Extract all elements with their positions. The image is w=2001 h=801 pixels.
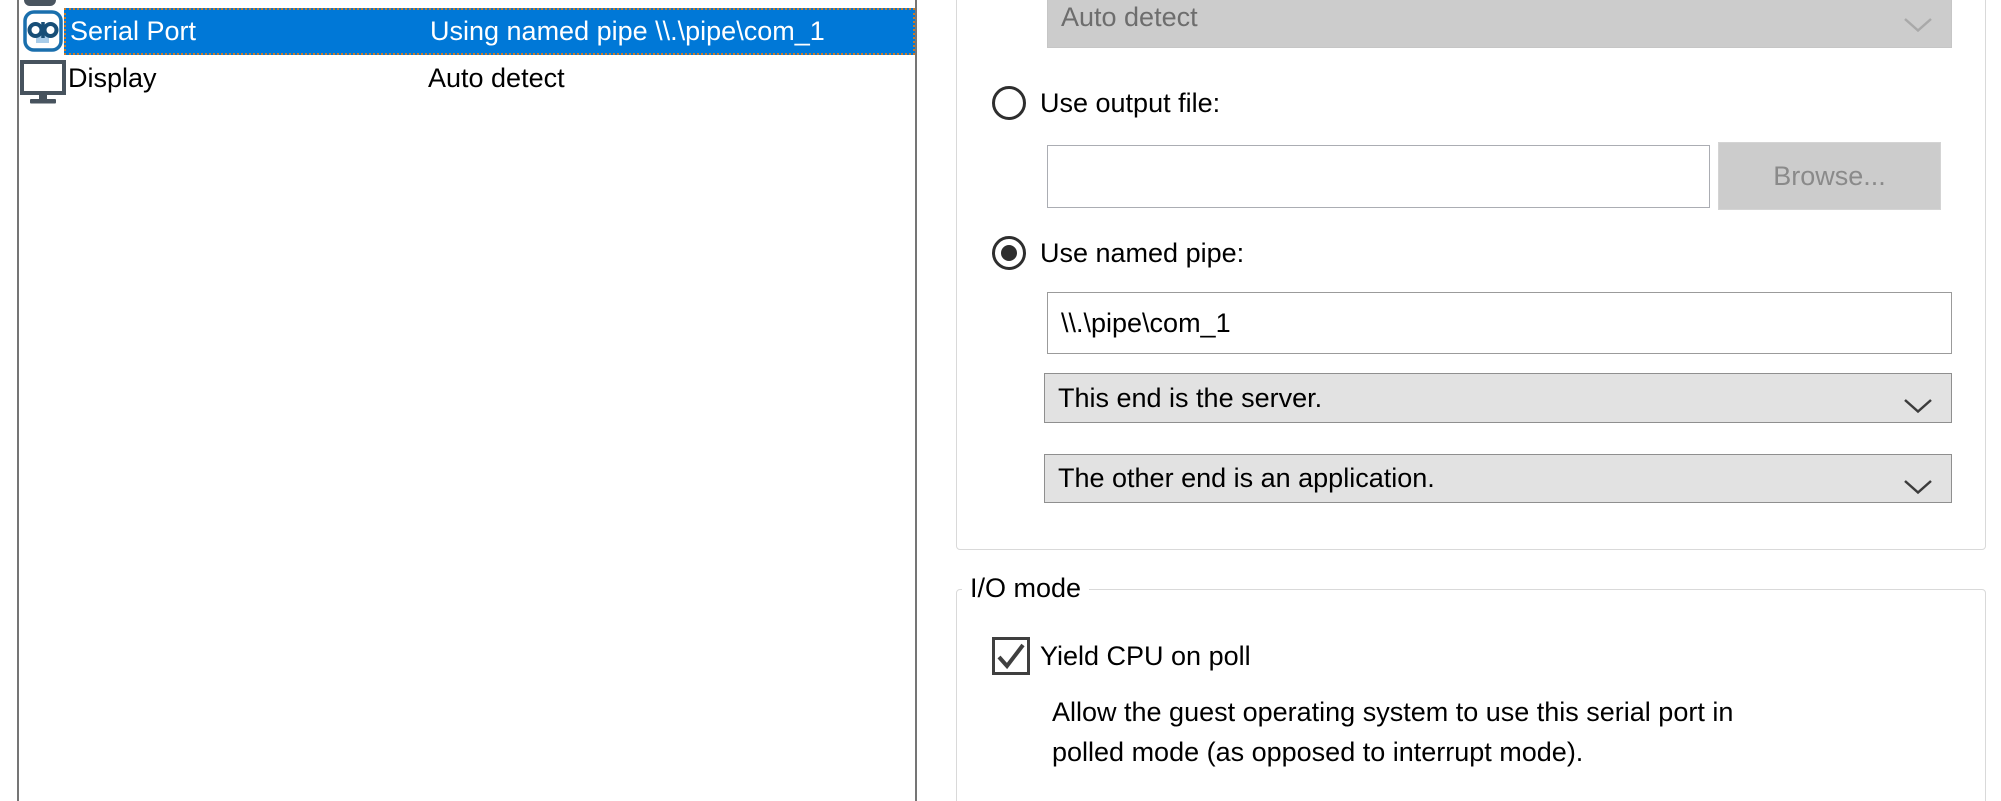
pipe-near-end-combobox[interactable]: This end is the server. [1044, 373, 1952, 423]
pipe-far-end-value: The other end is an application. [1058, 463, 1435, 493]
radio-dot [1001, 245, 1017, 261]
device-name: Serial Port [70, 16, 197, 46]
partial-device-icon [24, 0, 56, 6]
pipe-near-end-value: This end is the server. [1058, 382, 1323, 413]
chevron-down-icon [1903, 390, 1933, 421]
device-name: Display [68, 63, 157, 93]
output-file-input[interactable] [1047, 145, 1710, 208]
device-summary: Auto detect [428, 63, 565, 93]
yield-cpu-description: Allow the guest operating system to use … [1052, 692, 1733, 772]
description-line: Allow the guest operating system to use … [1052, 697, 1734, 727]
pipe-far-end-combobox[interactable]: The other end is an application. [1044, 454, 1952, 503]
description-line: polled mode (as opposed to interrupt mod… [1052, 737, 1584, 767]
yield-cpu-checkbox[interactable] [992, 637, 1030, 675]
chevron-down-icon [1903, 9, 1933, 40]
named-pipe-input[interactable] [1047, 292, 1952, 354]
physical-port-combobox[interactable]: Auto detect [1047, 0, 1952, 48]
use-named-pipe-radio[interactable] [992, 236, 1026, 270]
connection-groupbox [956, 0, 1986, 550]
io-mode-groupbox [956, 589, 1986, 801]
device-list-left-border [17, 0, 19, 801]
list-panel-divider [915, 0, 917, 801]
device-row-serial-port[interactable]: Serial Port Using named pipe \\.\pipe\co… [64, 8, 915, 55]
use-output-file-radio[interactable] [992, 86, 1026, 120]
browse-button[interactable]: Browse... [1718, 142, 1941, 210]
io-mode-legend: I/O mode [962, 572, 1090, 605]
device-summary: Using named pipe \\.\pipe\com_1 [430, 16, 825, 46]
display-icon [20, 60, 66, 109]
device-row-display[interactable]: Display Auto detect [64, 55, 915, 102]
checkmark-icon [997, 643, 1025, 670]
yield-cpu-label[interactable]: Yield CPU on poll [1040, 640, 1251, 671]
use-output-file-label[interactable]: Use output file: [1040, 87, 1221, 118]
use-named-pipe-label[interactable]: Use named pipe: [1040, 237, 1245, 268]
serial-port-icon [23, 10, 63, 57]
chevron-down-icon [1903, 471, 1933, 502]
physical-port-combobox-value: Auto detect [1061, 1, 1198, 32]
